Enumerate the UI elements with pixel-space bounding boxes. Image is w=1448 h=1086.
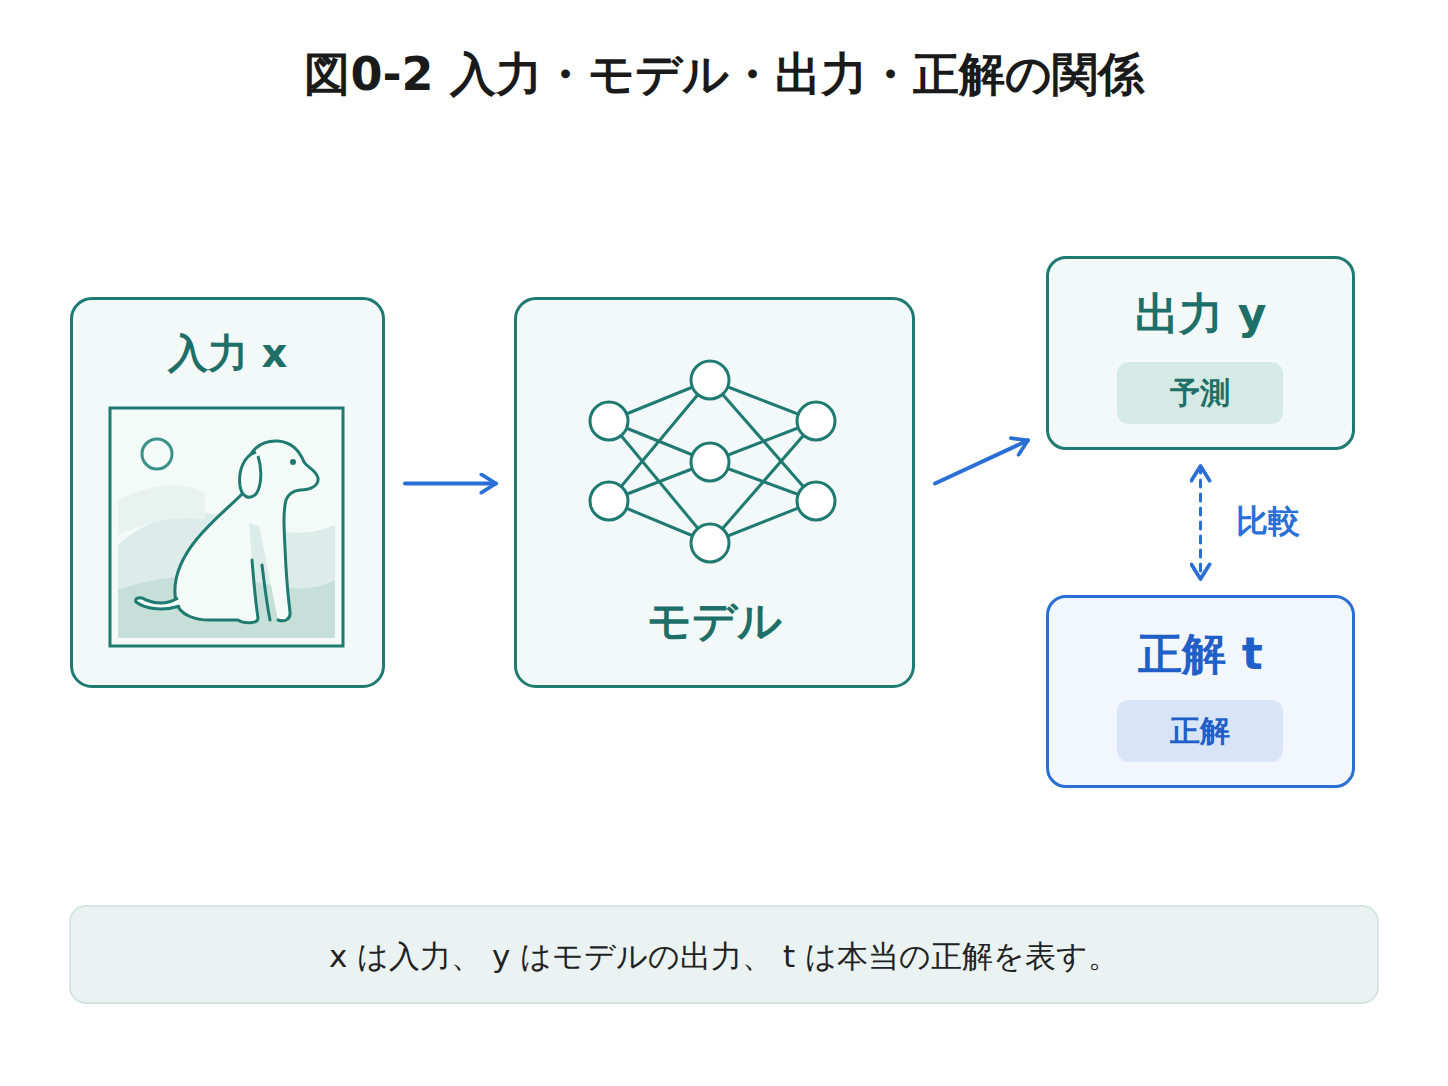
output-box: 出力 y 予測 bbox=[1046, 256, 1355, 450]
input-box-label: 入力 x bbox=[73, 329, 382, 377]
figure-title: 図0-2 入力・モデル・出力・正解の関係 bbox=[0, 44, 1448, 104]
model-box: モデル bbox=[514, 297, 915, 688]
truth-box-label: 正解 t bbox=[1049, 627, 1352, 680]
flow-arrow bbox=[405, 482, 496, 486]
truth-box: 正解 t 正解 bbox=[1046, 595, 1355, 788]
caption-panel bbox=[70, 906, 1378, 1003]
model-box-label: モデル bbox=[517, 594, 912, 647]
edge-label: 比較 bbox=[1236, 499, 1300, 543]
input-box: 入力 x bbox=[70, 297, 385, 688]
prediction-pill-label: 予測 bbox=[1117, 375, 1283, 411]
prediction-pill: 予測 bbox=[1117, 362, 1283, 424]
flow-arrow bbox=[935, 440, 1028, 483]
figure-caption: x は入力、 y はモデルの出力、 t は本当の正解を表す。 bbox=[70, 935, 1378, 977]
truth-pill-label: 正解 bbox=[1117, 713, 1283, 749]
truth-pill: 正解 bbox=[1117, 700, 1283, 762]
comparison-arrow bbox=[1199, 466, 1202, 579]
output-box-label: 出力 y bbox=[1049, 287, 1352, 340]
